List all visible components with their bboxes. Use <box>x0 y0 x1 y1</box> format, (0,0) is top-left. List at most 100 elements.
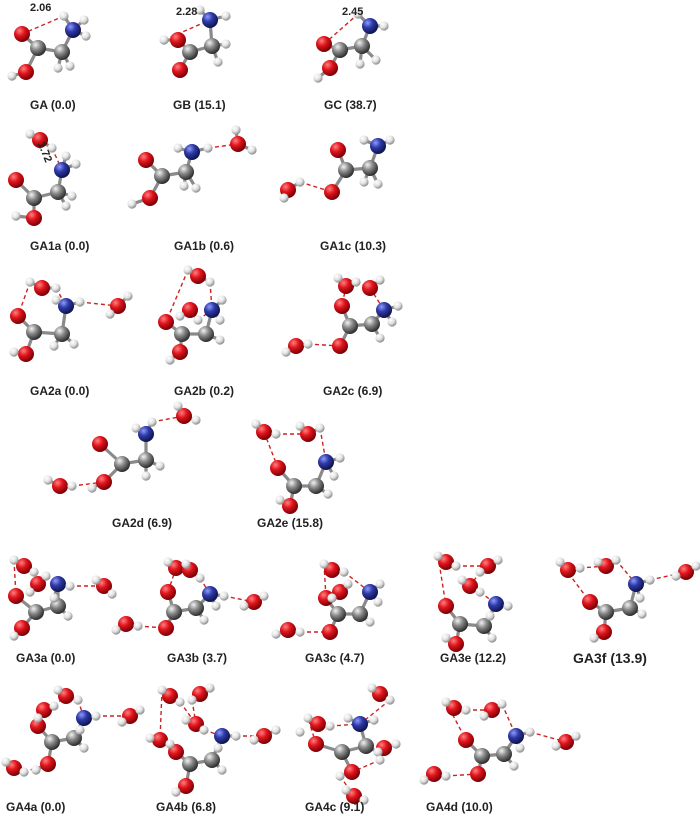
ga1b-oxygen-atom <box>230 136 246 152</box>
ga2e-oxygen-atom <box>270 460 286 476</box>
ga1b-hydrogen-atom <box>173 143 183 153</box>
ga2b-oxygen-atom <box>158 314 174 330</box>
ga2b-hydrogen-atom <box>205 277 215 287</box>
ga4a-hydrogen-atom <box>53 685 63 695</box>
ga3c-hydrogen-atom <box>295 627 305 637</box>
ga3a-oxygen-atom <box>16 558 32 574</box>
ga2e-carbon-atom <box>308 478 324 494</box>
ga4c-hydrogen-atom <box>385 695 395 705</box>
ga1a-oxygen-atom <box>26 210 42 226</box>
ga2d-hydrogen-atom <box>67 481 77 491</box>
ga1a-carbon-atom <box>50 184 66 200</box>
ga3f-hydrogen-atom <box>611 555 621 565</box>
ga3b-oxygen-atom <box>118 616 134 632</box>
ga2d-hydrogen-atom <box>87 483 97 493</box>
ga3e-oxygen-atom <box>438 598 454 614</box>
ga2c-hydrogen-atom <box>303 339 313 349</box>
ga4a-carbon-atom <box>44 734 60 750</box>
gc-hydrogen-atom <box>371 55 381 65</box>
ga3a-hydrogen-atom <box>107 589 117 599</box>
ga2a-oxygen-atom <box>34 280 50 296</box>
ga4d-oxygen-atom <box>458 732 474 748</box>
ga4b-nitrogen-atom <box>214 728 230 744</box>
ga4a-hydrogen-atom <box>33 713 43 723</box>
ga2c-carbon-atom <box>364 316 380 332</box>
structure-label-gc: GC (38.7) <box>324 98 377 112</box>
structure-label-ga3b: GA3b (3.7) <box>167 651 228 665</box>
ga3c-nitrogen-atom <box>362 584 378 600</box>
gc-hydrogen-atom <box>313 73 323 83</box>
ga4b-hydrogen-atom <box>249 735 259 745</box>
ga3c-oxygen-atom <box>280 622 296 638</box>
gb-hydrogen-atom <box>221 11 231 21</box>
ga4b-carbon-atom <box>204 752 220 768</box>
structure-label-ga4b: GA4b (6.8) <box>156 800 217 814</box>
ga2b-hydrogen-atom <box>215 315 225 325</box>
ga2e-oxygen-atom <box>256 424 272 440</box>
ga1c-hydrogen-atom <box>359 177 369 187</box>
ga2e-carbon-atom <box>286 478 302 494</box>
ga-hydrogen-atom <box>65 61 75 71</box>
ga1b-nitrogen-atom <box>184 144 200 160</box>
ga4a-oxygen-atom <box>40 756 56 772</box>
ga2a-carbon-atom <box>26 324 42 340</box>
ga2d-hydrogen-bond <box>151 415 185 423</box>
ga2a-oxygen-atom <box>18 346 34 362</box>
ga4b-hydrogen-bond <box>159 689 163 741</box>
gb-hydrogen-atom <box>213 57 223 67</box>
ga4b-hydrogen-atom <box>205 683 215 693</box>
ga4d-hydrogen-atom <box>571 731 581 741</box>
ga2a-hydrogen-atom <box>25 277 35 287</box>
ga2e-oxygen-atom <box>282 498 298 514</box>
ga3f-carbon-atom <box>622 600 638 616</box>
ga1c-hydrogen-bond <box>299 181 333 193</box>
ga4b-hydrogen-atom <box>231 731 241 741</box>
ga2d-nitrogen-atom <box>138 426 154 442</box>
ga2d-carbon-atom <box>138 452 154 468</box>
ga1b-hydrogen-atom <box>179 181 189 191</box>
ga2e-hydrogen-atom <box>271 429 281 439</box>
ga3a-carbon-atom <box>28 604 44 620</box>
ga4b-hydrogen-atom <box>181 715 191 725</box>
ga2b-hydrogen-atom <box>175 311 185 321</box>
ga2e-hydrogen-atom <box>335 453 345 463</box>
structure-label-ga2d: GA2d (6.9) <box>112 516 173 530</box>
ga2c-oxygen-atom <box>338 278 354 294</box>
ga3b-hydrogen-atom <box>111 625 121 635</box>
ga4b-hydrogen-atom <box>145 733 155 743</box>
ga3f-hydrogen-atom <box>645 575 655 585</box>
ga4c-hydrogen-atom <box>325 721 335 731</box>
atom-layer <box>1 5 700 805</box>
structure-label-ga3a: GA3a (0.0) <box>16 651 76 665</box>
ga2d-oxygen-atom <box>92 436 108 452</box>
ga2a-oxygen-atom <box>110 298 126 314</box>
ga4b-hydrogen-atom <box>187 695 197 705</box>
hydrogen-bond-layer <box>13 13 687 797</box>
ga3e-carbon-atom <box>452 616 468 632</box>
ga4c-hydrogen-atom <box>367 683 377 693</box>
ga2c-oxygen-atom <box>334 298 350 314</box>
ga3f-nitrogen-atom <box>628 576 644 592</box>
ga1b-hydrogen-atom <box>203 143 213 153</box>
ga2d-hydrogen-bond <box>71 481 105 487</box>
ga3b-hydrogen-atom <box>195 573 205 583</box>
ga2b-carbon-atom <box>198 326 214 342</box>
ga4c-hydrogen-atom <box>373 747 383 757</box>
ga-hydrogen-atom <box>79 15 89 25</box>
ga4b-hydrogen-atom <box>217 765 227 775</box>
ga3b-hydrogen-atom <box>259 591 269 601</box>
ga-hydrogen-atom <box>59 11 69 21</box>
ga2a-hydrogen-atom <box>75 297 85 307</box>
ga2a-hydrogen-atom <box>9 347 19 357</box>
structure-label-ga3f: GA3f (13.9) <box>573 650 647 666</box>
ga3c-hydrogen-atom <box>327 593 337 603</box>
ga1a-hydrogen-atom <box>61 201 71 211</box>
structure-label-ga2e: GA2e (15.8) <box>257 516 324 530</box>
ga3c-hydrogen-atom <box>373 597 383 607</box>
ga4d-hydrogen-atom <box>515 743 525 753</box>
ga2b-hydrogen-atom <box>193 315 203 325</box>
ga4b-oxygen-atom <box>256 728 272 744</box>
ga3e-hydrogen-atom <box>433 551 443 561</box>
